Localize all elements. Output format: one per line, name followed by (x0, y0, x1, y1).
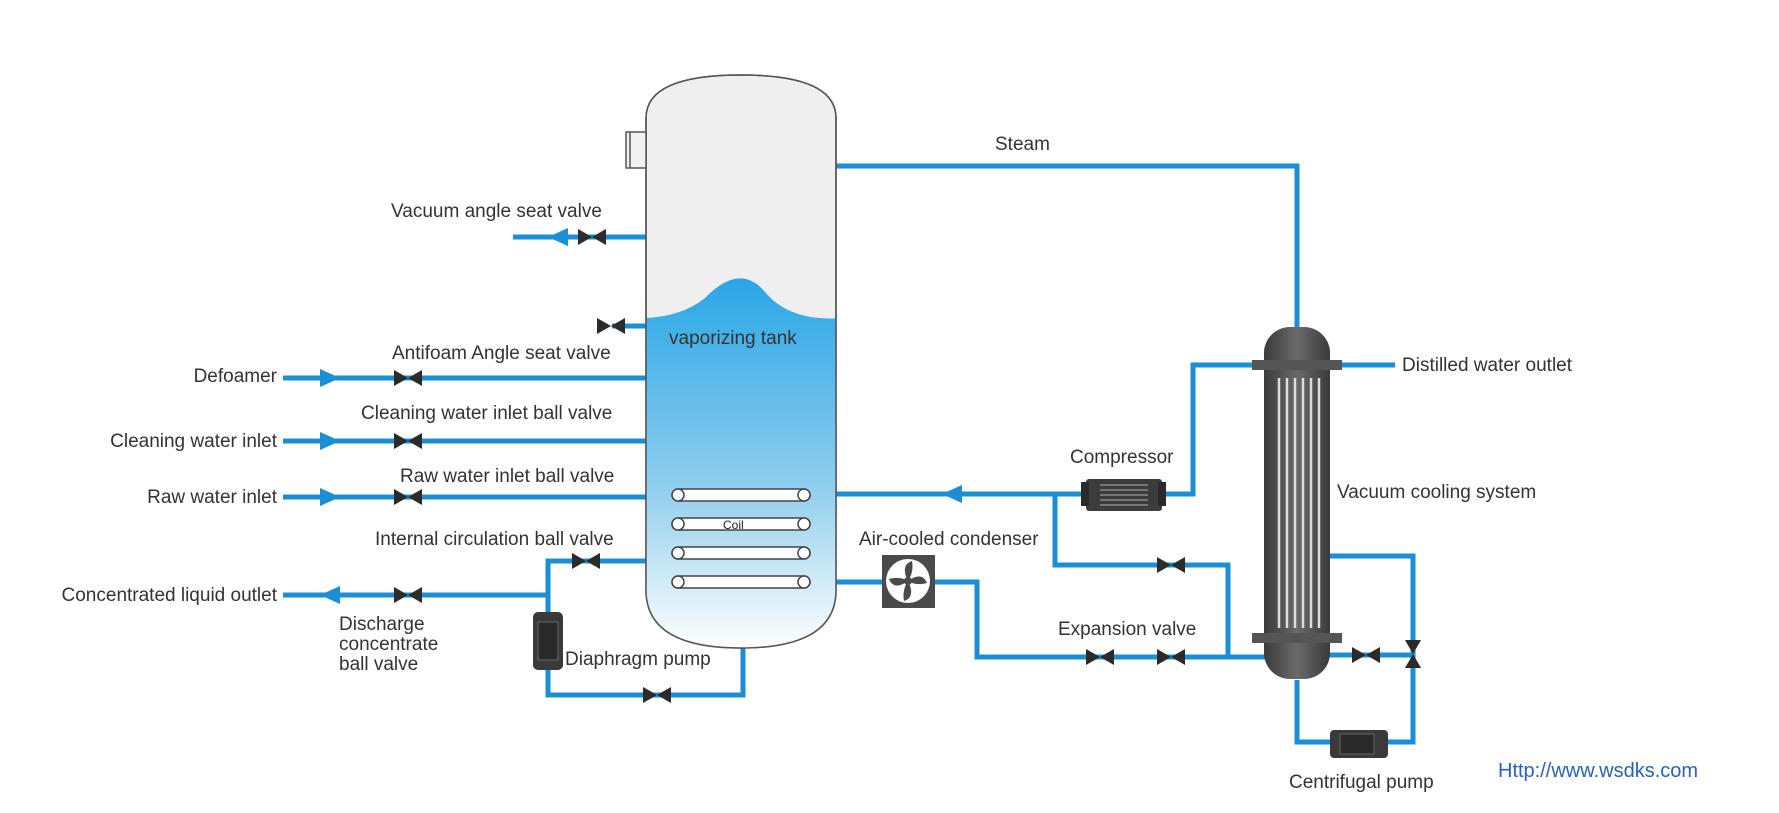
steam-label: Steam (995, 134, 1050, 155)
internal-circulation-ball-valve-label: Internal circulation ball valve (375, 529, 614, 550)
vacuum-angle-seat-valve-label: Vacuum angle seat valve (391, 201, 602, 222)
valve-icon (1405, 640, 1421, 668)
arrow-icon (942, 485, 962, 503)
discharge-label-line2: concentrate (339, 634, 438, 655)
defoamer-label: Defoamer (194, 366, 278, 387)
valve-icon (1086, 649, 1114, 665)
valve-icon (394, 489, 422, 505)
arrow-icon (320, 369, 340, 387)
centrifugal-pump-label: Centrifugal pump (1289, 772, 1434, 793)
valve-icon (394, 433, 422, 449)
coil-label: Coil (723, 518, 744, 532)
compressor-label: Compressor (1070, 447, 1174, 468)
pump-icon (533, 612, 563, 670)
cleaning-water-inlet-ball-valve-label: Cleaning water inlet ball valve (361, 403, 612, 424)
arrow-icon (320, 432, 340, 450)
valve-icon (643, 687, 671, 703)
air-cooled-condenser-label: Air-cooled condenser (859, 529, 1039, 550)
discharge-label-line1: Discharge (339, 614, 425, 635)
compressor-icon (1081, 479, 1166, 511)
valve-icon (578, 229, 606, 245)
diaphragm-pump-label: Diaphragm pump (565, 649, 711, 670)
raw-water-inlet-label: Raw water inlet (147, 487, 278, 508)
vacuum-cooling-column (1252, 327, 1342, 679)
pipes (283, 163, 1416, 745)
website-link[interactable]: Http://www.wsdks.com (1498, 760, 1698, 782)
tank-label: vaporizing tank (669, 328, 797, 349)
antifoam-angle-seat-valve-label: Antifoam Angle seat valve (392, 343, 611, 364)
flow-arrows (320, 228, 962, 604)
valve-icon (572, 553, 600, 569)
steam-pipe (836, 163, 1300, 332)
valve-icon (1157, 649, 1185, 665)
valve-icon (394, 587, 422, 603)
arrow-icon (548, 228, 568, 246)
cleaning-water-inlet-label: Cleaning water inlet (110, 431, 278, 452)
valve-icon (394, 370, 422, 386)
concentrated-liquid-outlet-label: Concentrated liquid outlet (62, 585, 278, 606)
labels: Steam Vacuum angle seat valve Antifoam A… (62, 134, 1699, 793)
tank-nozzle (625, 131, 647, 169)
fan-icon (882, 555, 935, 608)
pump-icon (1330, 730, 1388, 758)
cooling-loop-pipe (1294, 553, 1416, 745)
coil (671, 488, 811, 589)
valve-icon (1352, 647, 1380, 663)
valve-icon (597, 318, 625, 334)
valve-icon (1157, 557, 1185, 573)
raw-water-inlet-ball-valve-label: Raw water inlet ball valve (400, 466, 614, 487)
vacuum-cooling-system-label: Vacuum cooling system (1337, 482, 1536, 503)
vaporizing-tank: Coil vaporizing tank (625, 74, 837, 649)
arrow-icon (320, 586, 340, 604)
discharge-label-line3: ball valve (339, 654, 418, 675)
bypass-pipe (1052, 494, 1231, 657)
valves (394, 229, 1421, 703)
distilled-water-outlet-label: Distilled water outlet (1402, 355, 1573, 376)
arrow-icon (320, 488, 340, 506)
compressor-discharge-pipe (1162, 362, 1268, 497)
expansion-valve-label: Expansion valve (1058, 619, 1196, 640)
